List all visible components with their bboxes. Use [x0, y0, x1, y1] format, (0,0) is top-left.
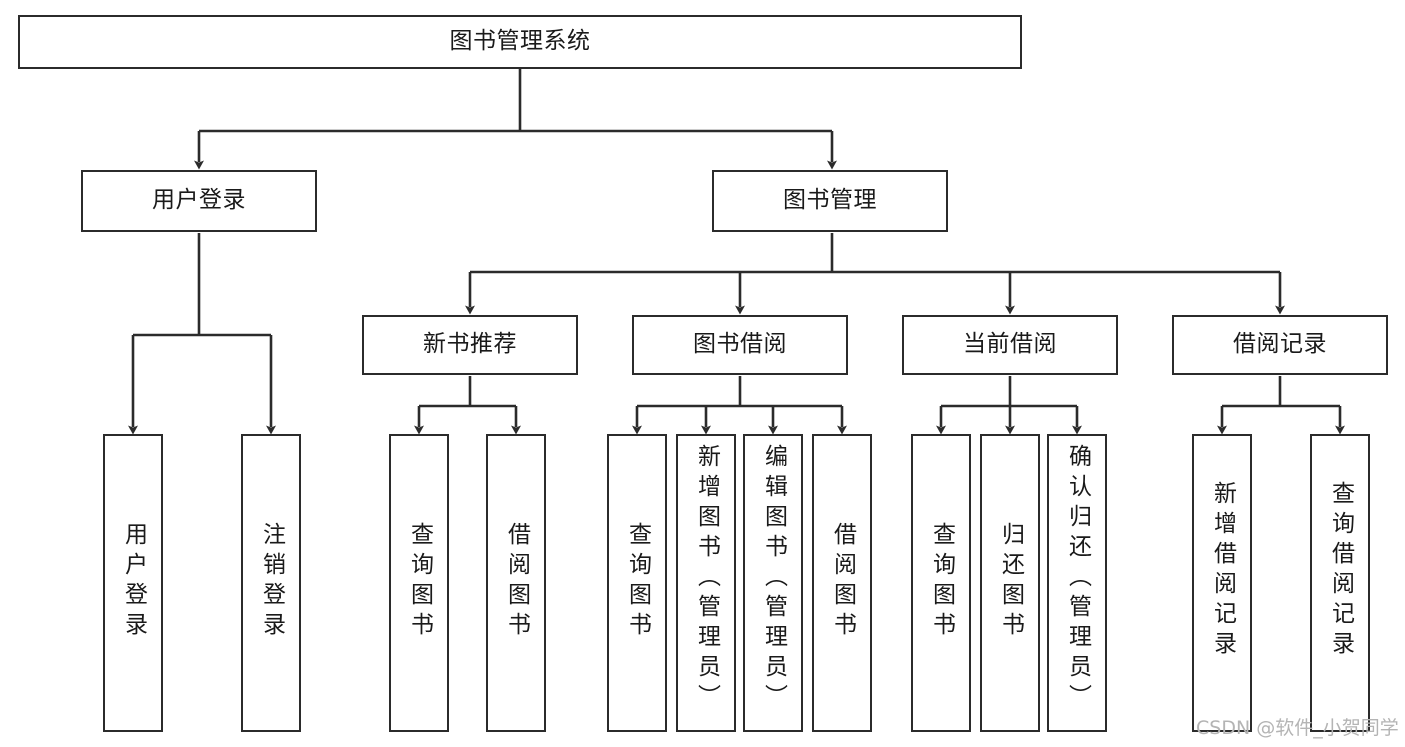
node-book-management[interactable]: 图书管理 [712, 170, 948, 232]
leaf-logout-label: 注销登录 [258, 522, 285, 642]
leaf-query-book-borrow[interactable]: 查询图书 [607, 434, 667, 732]
leaf-query-book-newbook[interactable]: 查询图书 [389, 434, 449, 732]
leaf-confirm-return-admin-label: 确认归还（管理员） [1064, 444, 1091, 714]
leaf-add-book-admin[interactable]: 新增图书（管理员） [676, 434, 736, 732]
node-borrow-records-label: 借阅记录 [1233, 331, 1327, 358]
node-user-login-label: 用户登录 [152, 187, 246, 214]
leaf-query-book-newbook-label: 查询图书 [406, 522, 433, 642]
leaf-query-book-borrow-label: 查询图书 [624, 522, 651, 642]
node-root-label: 图书管理系统 [449, 28, 591, 55]
leaf-return-book-label: 归还图书 [997, 522, 1024, 642]
leaf-user-login-label: 用户登录 [120, 522, 147, 642]
leaf-query-borrow-record-label: 查询借阅记录 [1327, 481, 1354, 661]
node-new-book-recommend[interactable]: 新书推荐 [362, 315, 578, 375]
node-borrow-records[interactable]: 借阅记录 [1172, 315, 1388, 375]
leaf-borrow-book[interactable]: 借阅图书 [812, 434, 872, 732]
leaf-borrow-book-newbook[interactable]: 借阅图书 [486, 434, 546, 732]
leaf-add-borrow-record[interactable]: 新增借阅记录 [1192, 434, 1252, 732]
leaf-borrow-book-label: 借阅图书 [829, 522, 856, 642]
node-new-book-recommend-label: 新书推荐 [423, 331, 517, 358]
leaf-edit-book-admin-label: 编辑图书（管理员） [760, 444, 787, 714]
leaf-query-book-current-label: 查询图书 [928, 522, 955, 642]
node-book-borrow[interactable]: 图书借阅 [632, 315, 848, 375]
node-current-borrow-label: 当前借阅 [963, 331, 1057, 358]
leaf-borrow-book-newbook-label: 借阅图书 [503, 522, 530, 642]
leaf-add-book-admin-label: 新增图书（管理员） [693, 444, 720, 714]
node-current-borrow[interactable]: 当前借阅 [902, 315, 1118, 375]
leaf-return-book[interactable]: 归还图书 [980, 434, 1040, 732]
node-root[interactable]: 图书管理系统 [18, 15, 1022, 69]
node-user-login[interactable]: 用户登录 [81, 170, 317, 232]
leaf-edit-book-admin[interactable]: 编辑图书（管理员） [743, 434, 803, 732]
node-book-borrow-label: 图书借阅 [693, 331, 787, 358]
node-book-management-label: 图书管理 [783, 187, 877, 214]
leaf-query-borrow-record[interactable]: 查询借阅记录 [1310, 434, 1370, 732]
leaf-confirm-return-admin[interactable]: 确认归还（管理员） [1047, 434, 1107, 732]
leaf-user-login[interactable]: 用户登录 [103, 434, 163, 732]
leaf-logout[interactable]: 注销登录 [241, 434, 301, 732]
leaf-add-borrow-record-label: 新增借阅记录 [1209, 481, 1236, 661]
leaf-query-book-current[interactable]: 查询图书 [911, 434, 971, 732]
